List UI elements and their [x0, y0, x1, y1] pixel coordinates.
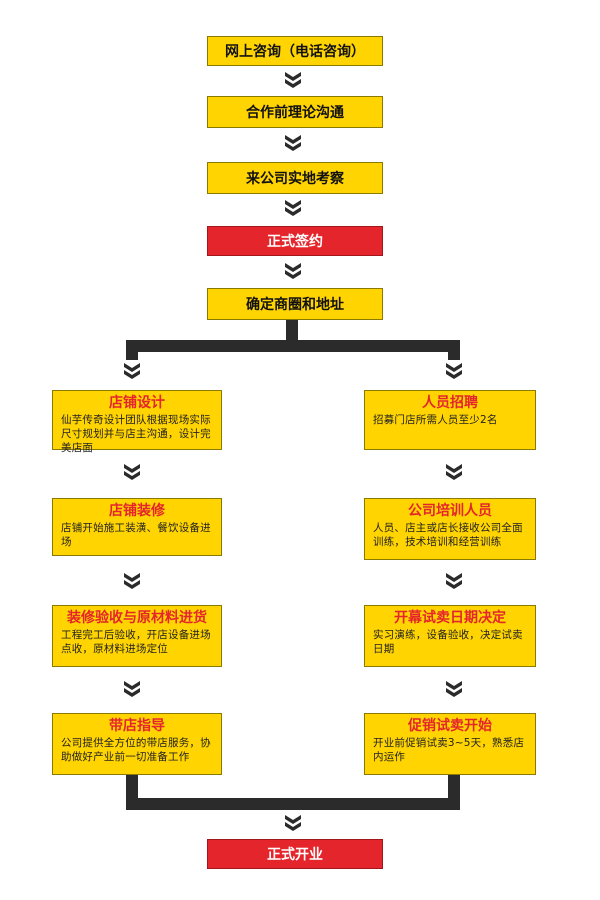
- card-title: 装修验收与原材料进货: [67, 610, 207, 626]
- chevron-down-icon: [124, 464, 140, 480]
- chevron-down-icon: [446, 363, 462, 379]
- card-store-design: 店铺设计 仙芋传奇设计团队根据现场实际尺寸规划并与店主沟通，设计完美店面: [52, 390, 222, 454]
- step-site-visit: 来公司实地考察: [207, 162, 383, 194]
- card-store-guidance: 带店指导 公司提供全方位的带店服务，协助做好产业前一切准备工作: [52, 713, 222, 775]
- connector-left-drop: [126, 340, 138, 360]
- chevron-down-icon: [446, 464, 462, 480]
- card-desc: 人员、店主或店长接收公司全面训练，技术培训和经营训练: [373, 522, 523, 548]
- card-inspection-supply: 装修验收与原材料进货 工程完工后验收，开店设备进场点收，原材料进场定位: [52, 605, 222, 667]
- chevron-down-icon: [446, 573, 462, 589]
- card-title: 人员招聘: [422, 395, 478, 411]
- card-title: 促销试卖开始: [408, 718, 492, 734]
- card-title: 店铺装修: [109, 503, 165, 519]
- connector-merge-bar: [126, 798, 460, 810]
- card-store-renovation: 店铺装修 店铺开始施工装潢、餐饮设备进场: [52, 498, 222, 556]
- card-desc: 店铺开始施工装潢、餐饮设备进场: [61, 522, 211, 548]
- step-grand-opening: 正式开业: [207, 839, 383, 869]
- step-pre-cooperation: 合作前理论沟通: [207, 96, 383, 128]
- card-staff-training: 公司培训人员 人员、店主或店长接收公司全面训练，技术培训和经营训练: [364, 498, 536, 560]
- card-title: 开幕试卖日期决定: [394, 610, 506, 626]
- card-desc: 公司提供全方位的带店服务，协助做好产业前一切准备工作: [61, 737, 211, 763]
- chevron-down-icon: [124, 573, 140, 589]
- card-desc: 招募门店所需人员至少2名: [373, 414, 498, 426]
- connector-split-stem: [286, 320, 298, 344]
- step-sign-contract: 正式签约: [207, 226, 383, 256]
- card-desc: 实习演练，设备验收，决定试卖日期: [373, 629, 523, 655]
- connector-right-drop: [448, 340, 460, 360]
- card-desc: 仙芋传奇设计团队根据现场实际尺寸规划并与店主沟通，设计完美店面: [61, 414, 211, 454]
- chevron-down-icon: [124, 363, 140, 379]
- card-recruitment: 人员招聘 招募门店所需人员至少2名: [364, 390, 536, 450]
- chevron-down-icon: [446, 681, 462, 697]
- card-desc: 开业前促销试卖3~5天，熟悉店内运作: [373, 737, 525, 763]
- chevron-down-icon: [124, 681, 140, 697]
- step-online-consult: 网上咨询（电话咨询）: [207, 36, 383, 66]
- chevron-down-icon: [285, 72, 301, 88]
- card-promo-trial: 促销试卖开始 开业前促销试卖3~5天，熟悉店内运作: [364, 713, 536, 775]
- connector-split-bar: [126, 340, 460, 352]
- card-title: 店铺设计: [109, 395, 165, 411]
- card-title: 带店指导: [109, 718, 165, 734]
- step-location: 确定商圈和地址: [207, 288, 383, 320]
- card-title: 公司培训人员: [408, 503, 492, 519]
- chevron-down-icon: [285, 200, 301, 216]
- chevron-down-icon: [285, 263, 301, 279]
- chevron-down-icon: [285, 135, 301, 151]
- card-desc: 工程完工后验收，开店设备进场点收，原材料进场定位: [61, 629, 211, 655]
- card-trial-date: 开幕试卖日期决定 实习演练，设备验收，决定试卖日期: [364, 605, 536, 667]
- chevron-down-icon: [285, 815, 301, 831]
